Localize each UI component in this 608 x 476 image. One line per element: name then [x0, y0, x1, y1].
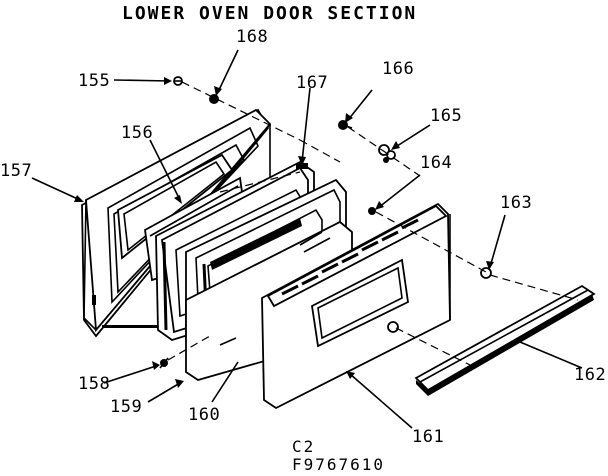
label-159: 159 [110, 397, 142, 417]
label-162: 162 [574, 365, 606, 385]
door-handle-162 [414, 284, 596, 396]
label-157: 157 [0, 161, 32, 181]
screw-155 [173, 76, 183, 86]
drawing-code-number: F9767610 [292, 455, 385, 474]
label-155: 155 [78, 71, 110, 91]
leader-lines [31, 49, 583, 429]
label-164: 164 [420, 153, 452, 173]
vent-slots [281, 218, 419, 296]
label-167: 167 [296, 73, 328, 93]
label-163: 163 [500, 193, 532, 213]
label-160: 160 [188, 405, 220, 425]
label-156: 156 [121, 123, 153, 143]
screw-164 [368, 207, 376, 215]
drawing-code-c2: C2 [292, 437, 315, 456]
diagram-title: LOWER OVEN DOOR SECTION [122, 3, 417, 24]
label-158: 158 [78, 374, 110, 394]
label-161: 161 [412, 427, 444, 447]
outer-door-panel-161 [261, 202, 451, 410]
screw-door [387, 321, 399, 333]
label-165: 165 [430, 106, 462, 126]
label-168: 168 [236, 27, 268, 47]
label-166: 166 [382, 59, 414, 79]
assembly-lines [167, 81, 579, 366]
screw-158 [159, 357, 169, 369]
part-labels: 155 156 157 158 159 160 161 162 163 164 … [0, 27, 606, 447]
